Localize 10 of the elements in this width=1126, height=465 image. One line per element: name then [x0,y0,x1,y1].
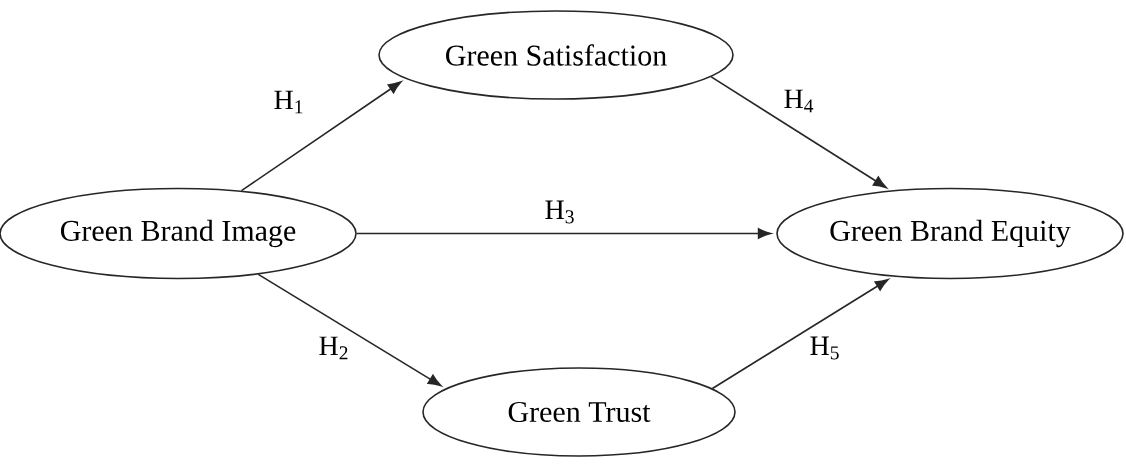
edge-label: H$_{4}$ [784,89,814,113]
arrow [240,81,402,192]
edge-label: H$_{1}$ [274,90,303,114]
arrow [710,76,887,189]
edge-label: H$_{3}$ [545,200,574,224]
arrow [257,273,442,387]
edge-label: H$_{5}$ [810,336,839,360]
arrow [711,278,889,390]
edge-label: H$_{2}$ [319,336,348,360]
arrow [356,228,772,239]
